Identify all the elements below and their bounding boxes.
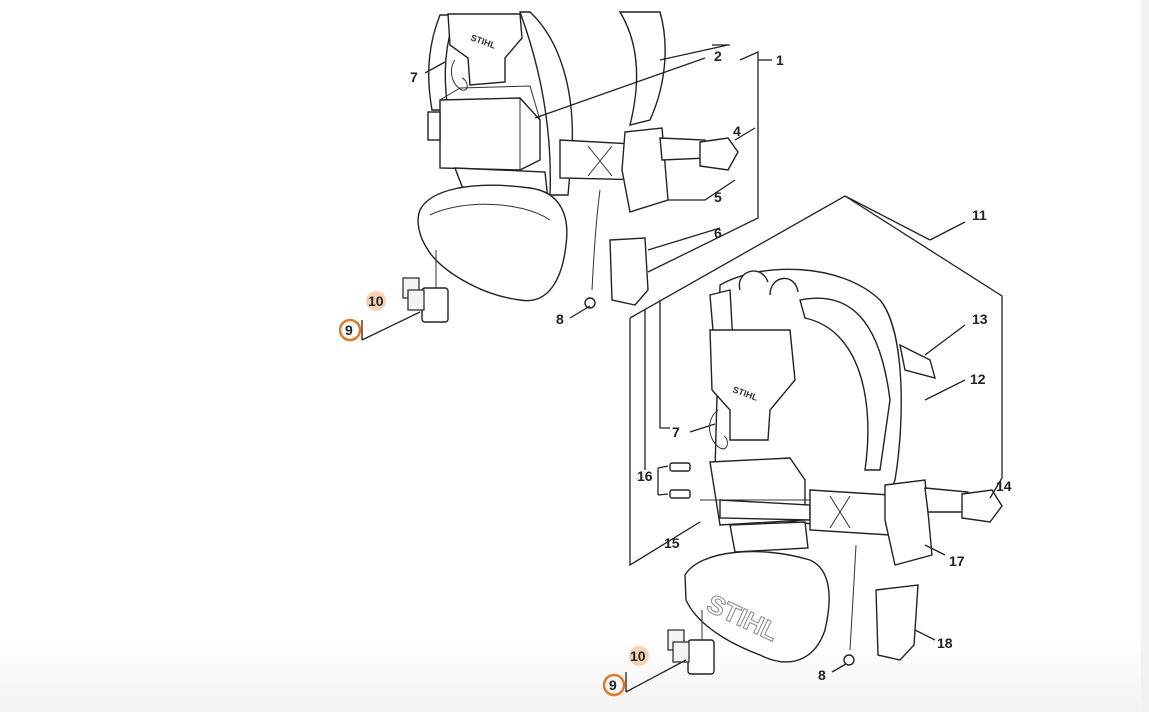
top-cable-plug bbox=[584, 297, 596, 309]
top-pouch bbox=[621, 127, 669, 213]
callout-18: 18 bbox=[937, 635, 953, 651]
callout-10-bottom: 10 bbox=[630, 648, 646, 664]
bottom-callouts: 11 13 12 14 16 7 15 17 18 8 bbox=[637, 207, 1012, 683]
top-control-box bbox=[447, 13, 523, 86]
bolt-16b bbox=[669, 489, 691, 499]
bottom-backpack-assembly: STIHL STIHL bbox=[667, 268, 1003, 675]
callout-17: 17 bbox=[949, 553, 965, 569]
right-border bbox=[1141, 0, 1149, 712]
bottom-lower-panel bbox=[729, 521, 809, 553]
callout-14: 14 bbox=[996, 478, 1012, 494]
callout-15: 15 bbox=[664, 535, 680, 551]
callout-8-bottom: 8 bbox=[818, 667, 826, 683]
top-strap-clip bbox=[427, 111, 441, 141]
callout-12: 12 bbox=[970, 371, 986, 387]
bottom-callout-lines bbox=[625, 195, 1003, 693]
bottom-cable-plug bbox=[843, 654, 855, 666]
bottom-right-strap bbox=[799, 297, 891, 471]
highlight-bg-10-top bbox=[366, 291, 386, 311]
bottom-tube-holder bbox=[875, 584, 919, 661]
callout-1: 1 bbox=[776, 52, 784, 68]
callout-9-top: 9 bbox=[345, 322, 353, 338]
top-battery-block bbox=[439, 97, 541, 171]
bolt-16a bbox=[669, 462, 691, 472]
top-highlight-callouts: 10 9 bbox=[338, 291, 386, 342]
callout-11: 11 bbox=[972, 207, 987, 223]
callout-7-bottom: 7 bbox=[672, 424, 680, 440]
bottom-highlight-callouts: 10 9 bbox=[602, 646, 649, 697]
top-tube-holder bbox=[609, 237, 649, 306]
bottom-connector-9 bbox=[687, 639, 715, 675]
top-back-frame bbox=[518, 11, 574, 196]
top-hip-pad bbox=[417, 184, 568, 302]
highlight-ring-9-bottom[interactable] bbox=[602, 673, 626, 697]
callout-6: 6 bbox=[714, 225, 722, 241]
bottom-strap-buckle bbox=[899, 343, 937, 379]
bottom-buckle bbox=[961, 489, 1003, 523]
top-backpack-assembly: STIHL bbox=[402, 11, 739, 323]
bottom-bracket-10b bbox=[672, 641, 690, 663]
top-connector-9 bbox=[421, 287, 449, 323]
callout-2: 2 bbox=[714, 48, 722, 64]
callout-13: 13 bbox=[972, 311, 988, 327]
top-bracket-10b bbox=[407, 289, 425, 311]
highlight-bg-10-bottom bbox=[629, 646, 649, 666]
callout-4: 4 bbox=[733, 123, 741, 139]
callout-5: 5 bbox=[714, 189, 722, 205]
highlight-ring-9-top[interactable] bbox=[338, 318, 362, 342]
top-callouts: 1 2 4 5 6 7 8 bbox=[410, 48, 784, 327]
bottom-shading bbox=[0, 640, 1149, 712]
callout-9-bottom: 9 bbox=[609, 677, 617, 693]
top-right-strap bbox=[618, 11, 666, 126]
callout-8: 8 bbox=[556, 311, 564, 327]
callout-16: 16 bbox=[637, 468, 653, 484]
top-buckle bbox=[699, 137, 739, 171]
callout-7: 7 bbox=[410, 69, 418, 85]
bottom-control-box bbox=[709, 329, 796, 441]
bottom-pouch bbox=[884, 479, 933, 566]
top-callout-lines bbox=[361, 44, 772, 341]
callout-10-top: 10 bbox=[368, 293, 384, 309]
